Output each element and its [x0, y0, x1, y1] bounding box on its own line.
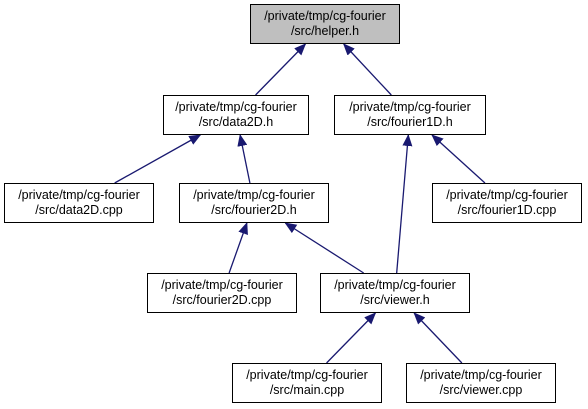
- node-data2d-cpp[interactable]: /private/tmp/cg-fourier /src/data2D.cpp: [4, 183, 154, 223]
- node-file: /src/data2D.h: [198, 115, 274, 129]
- edge-fourier2d_h-to-data2d_h: [237, 134, 251, 184]
- node-fourier2d-h[interactable]: /private/tmp/cg-fourier /src/fourier2D.h: [179, 183, 329, 223]
- node-file: /src/fourier1D.h: [367, 115, 453, 129]
- node-path: /private/tmp/cg-fourier: [246, 368, 368, 382]
- node-path: /private/tmp/cg-fourier: [420, 368, 542, 382]
- edge-data2d_cpp-to-data2d_h: [114, 134, 202, 184]
- node-path: /private/tmp/cg-fourier: [446, 188, 568, 202]
- node-path: /private/tmp/cg-fourier: [334, 278, 456, 292]
- node-path: /private/tmp/cg-fourier: [193, 188, 315, 202]
- edge-data2d_h-to-helper_h: [255, 43, 307, 96]
- node-main-cpp[interactable]: /private/tmp/cg-fourier /src/main.cpp: [232, 363, 382, 403]
- node-path: /private/tmp/cg-fourier: [349, 100, 471, 114]
- edge-fourier2d_cpp-to-fourier2d_h: [228, 222, 248, 274]
- edge-fourier1d_h-to-helper_h: [342, 43, 392, 96]
- node-path: /private/tmp/cg-fourier: [175, 100, 297, 114]
- edge-viewer_h-to-fourier2d_h: [284, 222, 365, 274]
- node-fourier1d-h[interactable]: /private/tmp/cg-fourier /src/fourier1D.h: [334, 95, 486, 135]
- node-file: /src/data2D.cpp: [35, 203, 123, 217]
- node-file: /src/fourier2D.h: [211, 203, 297, 217]
- node-path: /private/tmp/cg-fourier: [264, 9, 386, 23]
- node-data2d-h[interactable]: /private/tmp/cg-fourier /src/data2D.h: [163, 95, 309, 135]
- node-viewer-h[interactable]: /private/tmp/cg-fourier /src/viewer.h: [320, 273, 470, 313]
- node-file: /src/viewer.cpp: [439, 383, 523, 397]
- node-fourier2d-cpp[interactable]: /private/tmp/cg-fourier /src/fourier2D.c…: [147, 273, 297, 313]
- node-path: /private/tmp/cg-fourier: [18, 188, 140, 202]
- edge-viewer_cpp-to-viewer_h: [413, 312, 463, 364]
- edge-fourier1d_cpp-to-fourier1d_h: [431, 134, 486, 184]
- node-file: /src/main.cpp: [269, 383, 345, 397]
- node-file: /src/helper.h: [290, 24, 360, 38]
- node-helper-h[interactable]: /private/tmp/cg-fourier /src/helper.h: [250, 4, 400, 44]
- node-fourier1d-cpp[interactable]: /private/tmp/cg-fourier /src/fourier1D.c…: [432, 183, 582, 223]
- edge-main_cpp-to-viewer_h: [326, 312, 377, 364]
- edge-viewer_h-to-fourier1d_h: [396, 134, 413, 274]
- node-file: /src/fourier1D.cpp: [457, 203, 557, 217]
- node-file: /src/fourier2D.cpp: [172, 293, 272, 307]
- node-file: /src/viewer.h: [360, 293, 430, 307]
- node-path: /private/tmp/cg-fourier: [161, 278, 283, 292]
- node-viewer-cpp[interactable]: /private/tmp/cg-fourier /src/viewer.cpp: [406, 363, 556, 403]
